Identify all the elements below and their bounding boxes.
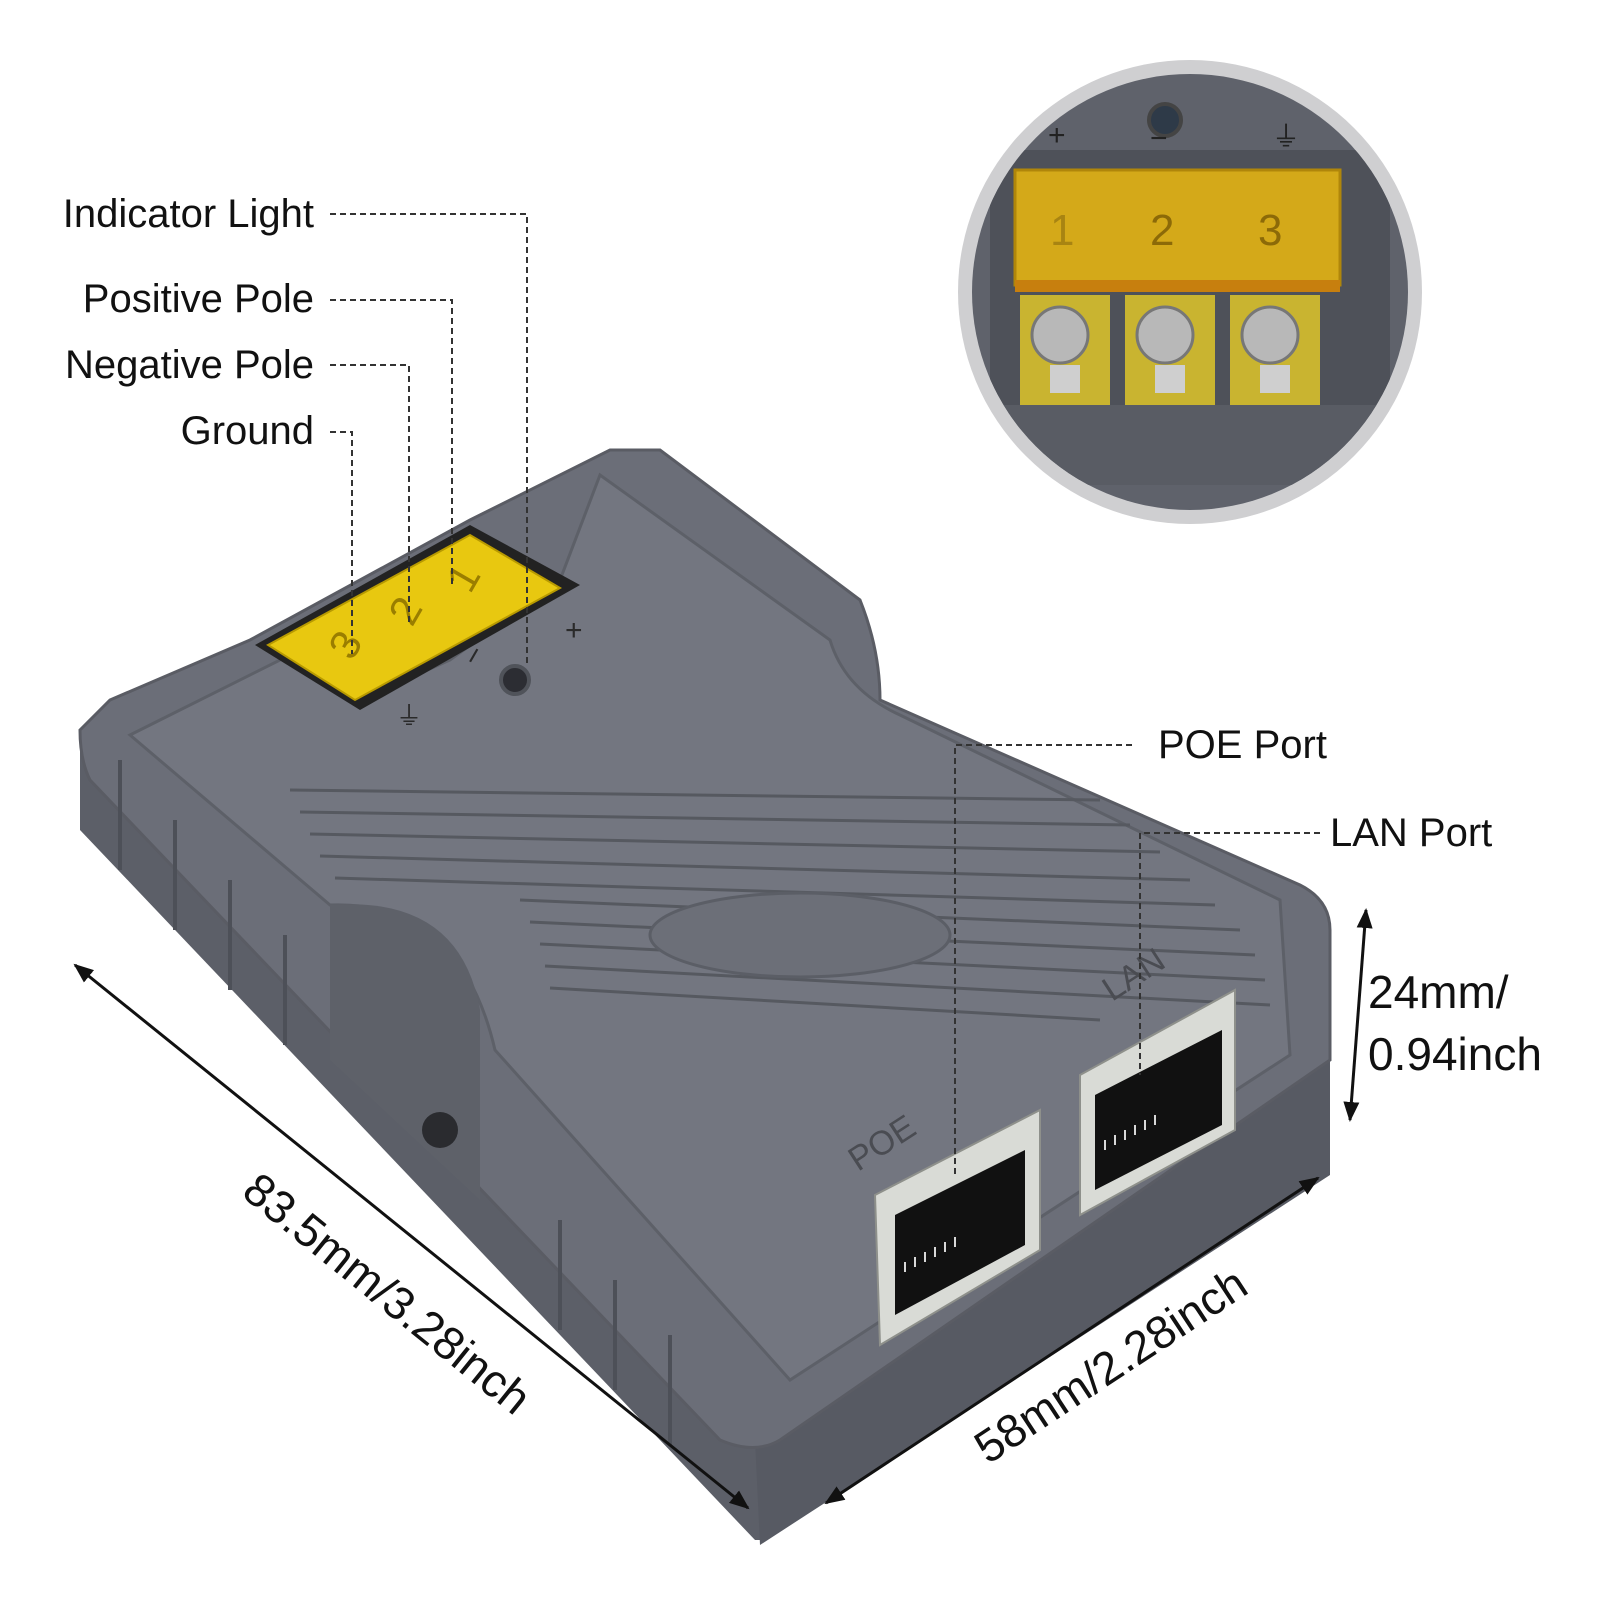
terminal-cover — [266, 533, 563, 702]
indicator-light — [499, 664, 531, 696]
callout-ground: Ground — [181, 409, 314, 453]
device-plus-mark: + — [565, 614, 583, 647]
mounting-hole — [422, 1112, 458, 1148]
leader-indicator-light — [330, 213, 528, 665]
dimension-height-label-line2: 0.94inch — [1368, 1028, 1542, 1080]
callout-positive-pole: Positive Pole — [83, 277, 314, 321]
dimension-height-label-line1: 24mm/ — [1368, 966, 1509, 1018]
leader-positive-pole — [330, 299, 453, 588]
dimension-arrow-length — [73, 963, 750, 1510]
zoom-minus-mark: − — [1150, 122, 1168, 155]
callout-leaders — [330, 213, 1320, 1175]
zoom-number-1: 1 — [1050, 206, 1074, 255]
terminal-block: 1 2 3 — [255, 525, 580, 710]
zoom-terminal-cover — [1013, 168, 1342, 287]
zoom-indicator-light — [1147, 102, 1183, 138]
device-oval-badge — [648, 891, 952, 979]
leader-negative-pole — [330, 364, 410, 622]
callout-negative-pole: Negative Pole — [65, 343, 314, 387]
leader-poe-port — [954, 744, 1132, 1175]
leader-lan-port — [1139, 832, 1320, 1075]
leader-ground — [330, 431, 353, 654]
callout-lan-port: LAN Port — [1330, 811, 1492, 855]
zoom-number-3: 3 — [1258, 206, 1282, 255]
zoom-ground-mark: ⏚ — [1272, 121, 1300, 152]
zoom-screws — [1020, 295, 1320, 405]
terminal-zoom-inset: 1 2 3 + − ⏚ — [958, 60, 1422, 524]
zoom-plus-mark: + — [1048, 119, 1066, 152]
dimension-arrow-height — [1343, 908, 1373, 1122]
device-ground-mark: ⏚ — [396, 701, 422, 731]
callout-indicator-light: Indicator Light — [63, 192, 314, 236]
poe-splitter-device: 1 2 3 + − ⏚ POE — [78, 448, 1332, 1545]
dimension-arrow-width — [824, 1176, 1320, 1505]
callout-poe-port: POE Port — [1158, 723, 1327, 767]
zoom-number-2: 2 — [1150, 206, 1174, 255]
